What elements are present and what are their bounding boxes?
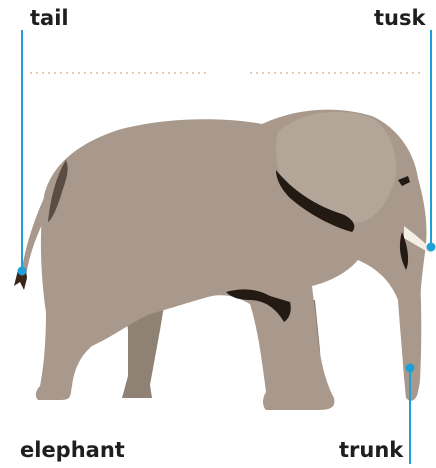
elephant-illustration — [14, 110, 432, 410]
trunk-leader-dot — [406, 364, 415, 373]
tusk-leader-dot — [427, 243, 436, 252]
trunk-label: trunk — [339, 440, 403, 461]
tail-leader-dot — [18, 267, 27, 276]
tusk-label: tusk — [374, 8, 425, 29]
tail-label: tail — [30, 8, 69, 29]
elephant-label: elephant — [20, 440, 125, 461]
